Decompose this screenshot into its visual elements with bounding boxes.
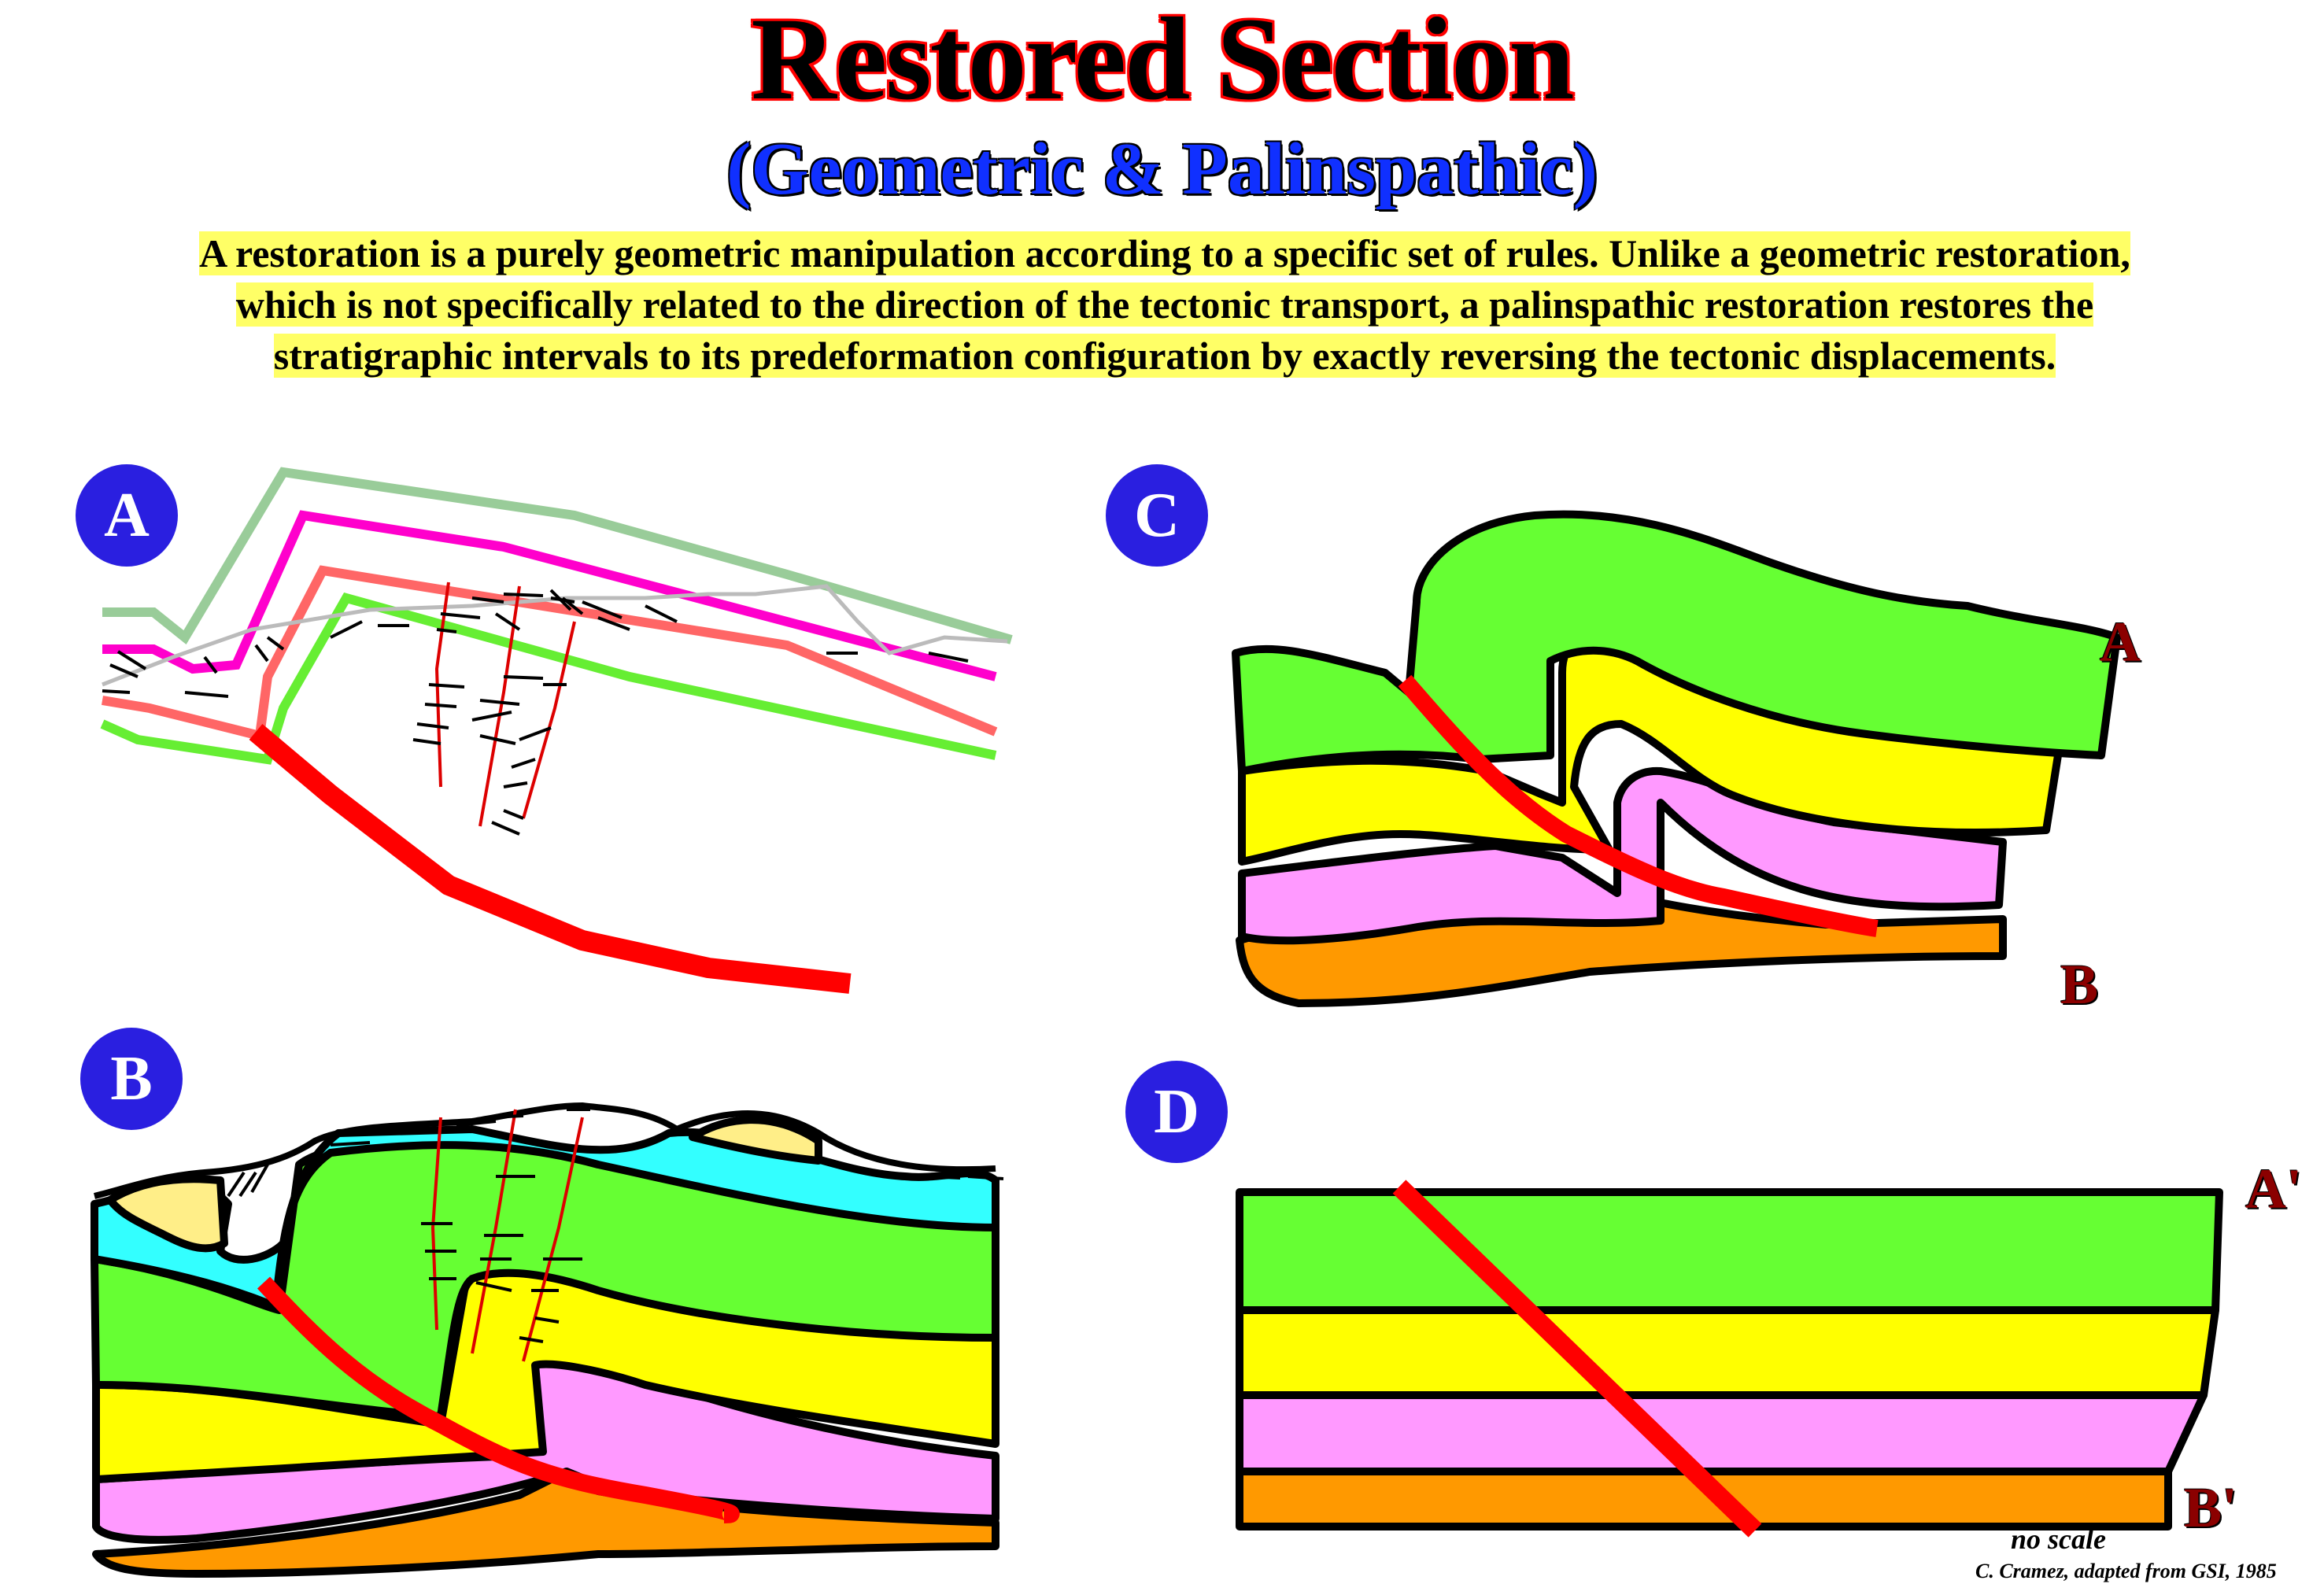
panel-d-point-b-prime: B': [2184, 1476, 2238, 1539]
credit-note: C. Cramez, adapted from GSI, 1985: [1975, 1560, 2277, 1582]
panel-c-section: [1232, 510, 2121, 1007]
panel-b-fault-3: [522, 1117, 584, 1362]
panel-b-topography: [94, 1102, 996, 1199]
panel-a-fault-2: [478, 585, 521, 827]
panel-a-horizon-top: [102, 467, 1013, 644]
panel-a-horizon-salmon: [102, 565, 998, 742]
panel-d-section: [1236, 1180, 2223, 1538]
panel-b-orange-layer: [92, 1468, 999, 1578]
page-title: Restored Section: [749, 0, 1576, 124]
panel-c-green-layer: [1232, 510, 2121, 775]
panel-d-point-a-prime: A': [2245, 1158, 2302, 1220]
panel-c-fault: [1398, 674, 1879, 937]
panel-d-orange-layer: [1236, 1468, 2172, 1530]
panel-c-point-a: A: [2100, 611, 2141, 674]
panel-c-label: C: [1106, 464, 1208, 567]
panel-a-horizon-magenta: [102, 510, 997, 681]
panel-b-dip-ticks: [227, 1108, 1004, 1343]
panel-b-cyan-layer: [91, 1125, 999, 1310]
panel-a-fault-1: [434, 582, 450, 788]
no-scale-note: no scale: [2011, 1523, 2106, 1555]
panel-d-label: D: [1125, 1061, 1228, 1163]
panel-a-main-fault: [249, 724, 852, 994]
panel-b-section: [91, 1102, 1004, 1578]
panel-b-label: B: [80, 1028, 183, 1130]
panel-a-label: A: [76, 464, 178, 567]
panel-d-pink-layer: [1236, 1391, 2208, 1475]
panel-a-topography: [102, 584, 1008, 687]
panel-d-green-layer: [1236, 1188, 2223, 1314]
panel-b-fault-1: [431, 1117, 442, 1331]
panel-a-horizon-green: [100, 592, 997, 765]
description: A restoration is a purely geometric mani…: [197, 228, 2133, 382]
panel-a-fault-3: [522, 621, 576, 819]
panel-a-section: [100, 467, 1013, 994]
panel-c-point-b: B: [2060, 953, 2099, 1016]
description-text: A restoration is a purely geometric mani…: [199, 231, 2130, 378]
panel-b-fault: [257, 1276, 740, 1523]
panel-d-fault: [1392, 1180, 1762, 1538]
panel-d-yellow-layer: [1236, 1306, 2219, 1399]
panel-a-dip-ticks: [102, 589, 969, 836]
panel-b-pale-lens-right: [689, 1116, 822, 1165]
page-subtitle: (Geometric & Palinspathic): [726, 128, 1598, 210]
panel-b-fault-2: [471, 1109, 517, 1354]
